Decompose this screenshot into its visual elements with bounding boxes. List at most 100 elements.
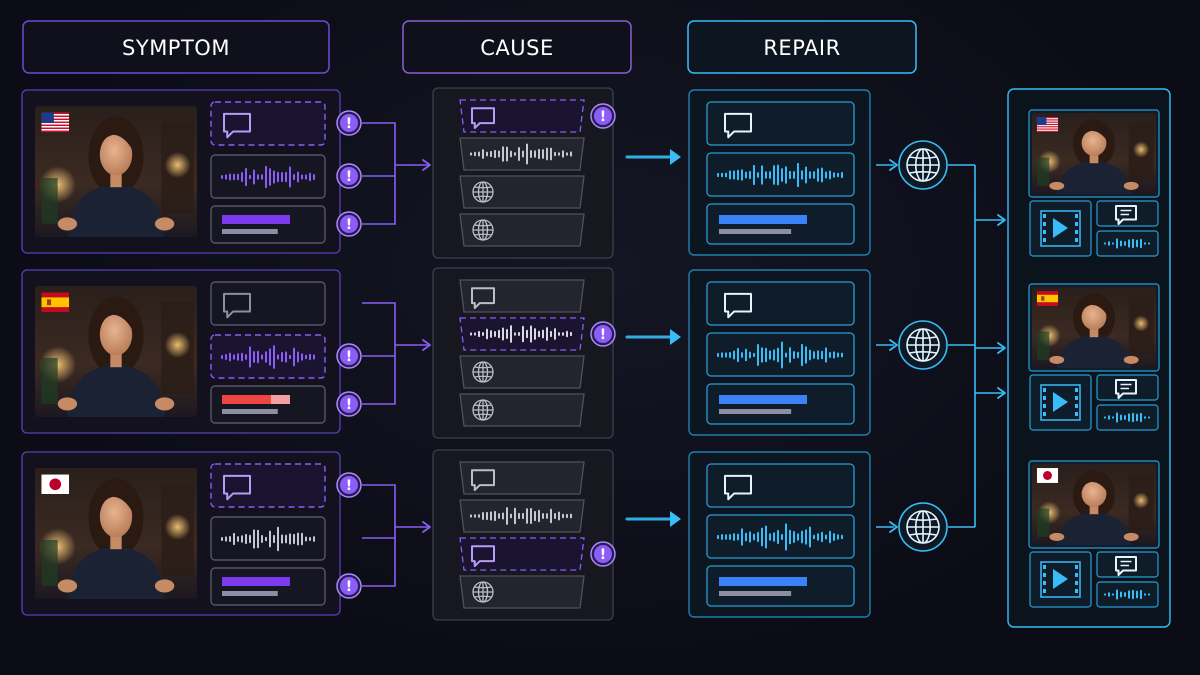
- arrow-icon: [997, 342, 1006, 354]
- presenter-thumbnail: [35, 106, 197, 237]
- cause-item-chat: [459, 537, 585, 571]
- symptom-panel-jp: [21, 451, 341, 616]
- repair-header: REPAIR: [687, 20, 917, 74]
- alert-icon: !: [336, 163, 362, 189]
- chat-bubble-icon: [223, 112, 251, 139]
- chat-bubble-icon: [724, 474, 752, 501]
- alert-icon: !: [336, 110, 362, 136]
- presenter-thumbnail: [1032, 287, 1156, 368]
- chat-bubble-icon: [724, 112, 752, 139]
- flag-icon-jp: [41, 474, 70, 494]
- globe-icon: [472, 181, 494, 203]
- localization-globe: [898, 502, 948, 552]
- flag-icon-us: [41, 112, 70, 132]
- presenter-thumbnail: [1032, 464, 1156, 545]
- alert-icon: !: [590, 103, 616, 129]
- output-audio-tile: [1096, 230, 1159, 257]
- waveform-icon: [470, 325, 572, 343]
- alert-icon: !: [590, 541, 616, 567]
- subtitle-bar-icon: [222, 215, 290, 234]
- alert-icon: !: [336, 573, 362, 599]
- symptom-connector: [362, 302, 396, 405]
- cause-panel-es: [432, 267, 614, 439]
- cause-header: CAUSE: [402, 20, 632, 74]
- alert-icon-glyph: !: [346, 116, 352, 132]
- repair-track-subtitle: [706, 281, 855, 326]
- cause-item-globe: [459, 575, 585, 609]
- row-us: !!!!: [21, 87, 975, 259]
- symptom-track-subtitle: [210, 463, 326, 508]
- repair-track-audio: [706, 332, 855, 377]
- cause-item-wave: [459, 499, 585, 533]
- presenter-thumbnail: [35, 286, 197, 417]
- alert-icon: !: [590, 321, 616, 347]
- alert-icon-glyph: !: [600, 109, 606, 125]
- alert-icon-glyph: !: [346, 217, 352, 233]
- waveform-icon: [1104, 412, 1150, 423]
- cause-item-chat: [459, 99, 585, 133]
- cause-item-globe: [459, 393, 585, 427]
- waveform-icon: [470, 507, 572, 525]
- repair-panel-jp: [688, 451, 871, 618]
- cause-to-repair-arrow: [625, 149, 681, 165]
- cause-item-globe: [459, 175, 585, 209]
- cause-item-wave: [459, 317, 585, 351]
- globe-icon: [472, 361, 494, 383]
- subtitle-bar-icon: [222, 395, 290, 414]
- arrow-icon: [422, 521, 431, 533]
- symptom-header-label: SYMPTOM: [122, 36, 230, 60]
- alert-icon-glyph: !: [600, 327, 606, 343]
- arrow-icon: [889, 159, 898, 171]
- globe-icon: [472, 581, 494, 603]
- repair-track-caption: [706, 565, 855, 607]
- output-subtitle-tile: [1096, 551, 1159, 578]
- symptom-track-subtitle: [210, 281, 326, 326]
- chat-bubble-icon: [471, 287, 495, 310]
- globe-icon: [472, 399, 494, 421]
- chat-bubble-icon: [1115, 205, 1137, 225]
- alert-icon-glyph: !: [600, 547, 606, 563]
- waveform-icon: [1104, 589, 1150, 600]
- waveform-icon: [221, 345, 315, 369]
- subtitle-bar-icon: [719, 577, 807, 596]
- flag-icon-us: [1036, 117, 1059, 132]
- output-card-jp: [1028, 460, 1160, 608]
- arrow-icon: [889, 339, 898, 351]
- alert-icon-glyph: !: [346, 478, 352, 494]
- flag-icon-es: [1036, 291, 1059, 306]
- symptom-panel-us: [21, 89, 341, 254]
- video-player-icon: [1029, 551, 1092, 608]
- repair-header-label: REPAIR: [763, 36, 840, 60]
- subtitle-bar-icon: [719, 395, 807, 414]
- flag-icon-es: [41, 292, 70, 312]
- output-audio-tile: [1096, 404, 1159, 431]
- arrow-icon: [422, 339, 431, 351]
- output-audio-tile: [1096, 581, 1159, 608]
- arrow-icon: [997, 214, 1006, 226]
- alert-icon-glyph: !: [346, 579, 352, 595]
- cause-panel-jp: [432, 449, 614, 621]
- symptom-track-audio: [210, 334, 326, 379]
- chat-bubble-icon: [471, 545, 495, 568]
- globe-icon: [906, 328, 940, 362]
- repair-track-audio: [706, 152, 855, 197]
- output-subtitle-tile: [1096, 374, 1159, 401]
- symptom-connector: [362, 122, 396, 225]
- arrow-icon: [889, 521, 898, 533]
- alert-icon-glyph: !: [346, 349, 352, 365]
- symptom-header: SYMPTOM: [22, 20, 330, 74]
- arrow-icon: [670, 149, 681, 165]
- alert-icon-glyph: !: [346, 169, 352, 185]
- globe-icon: [906, 148, 940, 182]
- chat-bubble-icon: [1115, 556, 1137, 576]
- repair-track-subtitle: [706, 101, 855, 146]
- alert-icon-glyph: !: [346, 397, 352, 413]
- arrow-icon: [997, 387, 1006, 399]
- cause-item-wave: [459, 137, 585, 171]
- symptom-track-audio: [210, 516, 326, 561]
- video-player-icon: [1029, 374, 1092, 431]
- output-card-es: [1028, 283, 1160, 431]
- repair-panel-us: [688, 89, 871, 256]
- symptom-track-caption: [210, 567, 326, 606]
